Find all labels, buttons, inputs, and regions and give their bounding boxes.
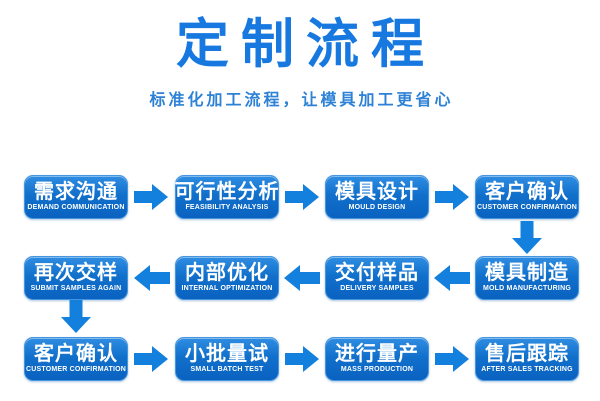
arrow-right-icon: [285, 346, 319, 372]
page-subtitle: 标准化加工流程，让模具加工更省心: [149, 92, 454, 109]
step-caption: CUSTOMER CONFIRMATION: [477, 203, 577, 211]
flow-step-mass-production: 进行量产 MASS PRODUCTION: [325, 337, 429, 381]
step-title: 模具制造: [485, 261, 569, 284]
step-title: 售后跟踪: [485, 342, 569, 365]
step-title: 可行性分析: [174, 180, 280, 203]
arrow-right-icon: [134, 184, 168, 210]
flow-step-submit-samples-again: 再次交样 SUBMIT SAMPLES AGAIN: [24, 256, 128, 300]
arrow-right-icon: [285, 184, 319, 210]
step-title: 需求沟通: [34, 180, 118, 203]
step-title: 小批量试: [185, 342, 269, 365]
flow-step-demand-communication: 需求沟通 DEMAND COMMUNICATION: [24, 175, 128, 219]
arrow-down-icon: [61, 300, 91, 333]
step-title: 再次交样: [34, 261, 118, 284]
step-caption: SMALL BATCH TEST: [190, 365, 264, 373]
step-caption: MOLD MANUFACTURING: [483, 284, 571, 292]
flow-step-internal-optimization: 内部优化 INTERNAL OPTIMIZATION: [175, 256, 279, 300]
arrow-down-icon: [512, 221, 542, 254]
flow-step-mold-manufacturing: 模具制造 MOLD MANUFACTURING: [475, 256, 579, 300]
step-caption: AFTER SALES TRACKING: [481, 365, 573, 373]
page-title: 定制流程: [176, 15, 436, 74]
step-title: 客户确认: [485, 180, 569, 203]
arrow-left-icon: [134, 265, 170, 291]
arrow-right-icon: [134, 346, 168, 372]
step-caption: MASS PRODUCTION: [340, 365, 414, 373]
step-title: 进行量产: [335, 342, 419, 365]
flow-step-mould-design: 模具设计 MOULD DESIGN: [325, 175, 429, 219]
step-caption: INTERNAL OPTIMIZATION: [181, 284, 273, 292]
step-caption: DEMAND COMMUNICATION: [27, 203, 125, 211]
flow-step-delivery-samples: 交付样品 DELIVERY SAMPLES: [325, 256, 429, 300]
step-title: 内部优化: [185, 261, 269, 284]
arrow-right-icon: [435, 184, 469, 210]
step-caption: MOULD DESIGN: [348, 203, 406, 211]
flow-step-small-batch-test: 小批量试 SMALL BATCH TEST: [175, 337, 279, 381]
step-title: 模具设计: [335, 180, 419, 203]
flow-step-customer-confirmation-2: 客户确认 CUSTOMER CONFIRMATION: [24, 337, 128, 381]
flow-step-feasibility-analysis: 可行性分析 FEASIBILITY ANALYSIS: [175, 175, 279, 219]
flow-step-customer-confirmation-1: 客户确认 CUSTOMER CONFIRMATION: [475, 175, 579, 219]
arrow-left-icon: [284, 265, 320, 291]
step-caption: CUSTOMER CONFIRMATION: [26, 365, 126, 373]
step-title: 客户确认: [34, 342, 118, 365]
step-caption: FEASIBILITY ANALYSIS: [185, 203, 269, 211]
flow-step-after-sales-tracking: 售后跟踪 AFTER SALES TRACKING: [475, 337, 579, 381]
step-caption: SUBMIT SAMPLES AGAIN: [30, 284, 122, 292]
arrow-right-icon: [435, 346, 469, 372]
arrow-left-icon: [434, 265, 470, 291]
step-caption: DELIVERY SAMPLES: [340, 284, 414, 292]
step-title: 交付样品: [335, 261, 419, 284]
